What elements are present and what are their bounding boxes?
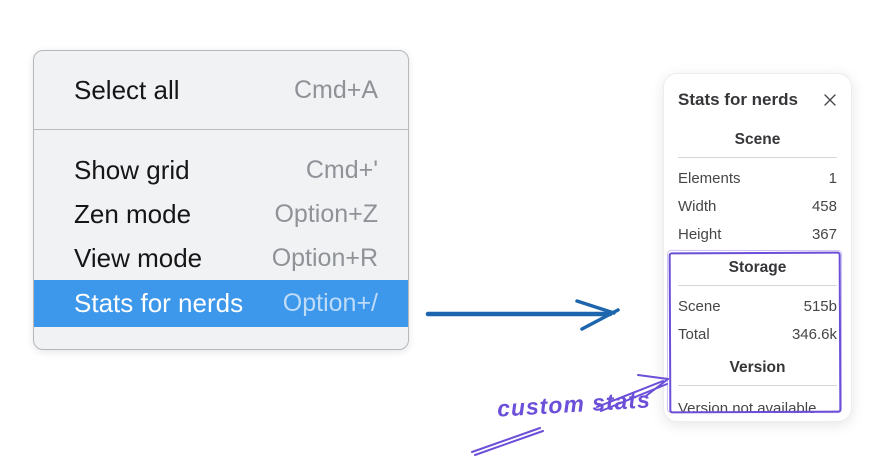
stat-label: Scene: [678, 297, 721, 315]
menu-item-zen-mode[interactable]: Zen mode Option+Z: [34, 192, 408, 236]
stats-panel-header: Stats for nerds: [678, 90, 837, 110]
menu-item-shortcut: Cmd+': [305, 155, 378, 184]
section-divider: [678, 157, 837, 158]
purple-line: [471, 427, 544, 456]
stat-value: 515b: [803, 297, 837, 315]
section-divider: [678, 385, 837, 386]
menu-item-shortcut: Cmd+A: [293, 75, 378, 104]
version-note: Version not available: [678, 400, 817, 417]
section-header-storage: Storage: [728, 259, 787, 276]
menu-item-shortcut: Option+R: [271, 243, 378, 272]
menu-item-shortcut: Option+Z: [274, 199, 378, 228]
menu-item-select-all[interactable]: Select all Cmd+A: [34, 51, 408, 129]
stat-value: 346.6k: [791, 325, 837, 343]
stat-row-elements: Elements 1: [678, 164, 837, 192]
menu-item-shortcut: Option+/: [282, 289, 378, 317]
section-divider: [678, 285, 837, 286]
stat-value: 1: [828, 169, 837, 187]
x-icon: [824, 94, 836, 106]
menu-item-stats-for-nerds[interactable]: Stats for nerds Option+/: [34, 280, 408, 327]
stat-row-height: Height 367: [678, 220, 837, 248]
stat-label: Elements: [678, 169, 741, 187]
menu-item-label: View mode: [74, 242, 203, 273]
custom-stats-annotation: custom stats: [496, 386, 652, 422]
menu-item-show-grid[interactable]: Show grid Cmd+': [34, 148, 408, 192]
context-menu: Select all Cmd+A Show grid Cmd+' Zen mod…: [33, 50, 409, 350]
stat-row-total-size: Total 346.6k: [678, 320, 837, 348]
menu-section-bottom: Show grid Cmd+' Zen mode Option+Z View m…: [34, 130, 408, 327]
stat-row-scene-size: Scene 515b: [678, 292, 837, 320]
menu-item-label: Stats for nerds: [74, 288, 244, 318]
menu-item-view-mode[interactable]: View mode Option+R: [34, 236, 408, 280]
stats-panel-title: Stats for nerds: [678, 90, 798, 109]
stat-label: Width: [678, 197, 717, 215]
stat-value: 458: [811, 197, 837, 215]
stat-value: 367: [811, 225, 837, 243]
menu-section-top: Select all Cmd+A: [34, 51, 408, 129]
menu-item-label: Select all: [74, 74, 180, 105]
menu-divider: [34, 129, 408, 130]
close-button[interactable]: [823, 93, 837, 107]
section-header-scene: Scene: [734, 131, 781, 148]
stats-panel: Stats for nerds Scene Elements 1 Width 4…: [663, 73, 852, 422]
stat-row-width: Width 458: [678, 192, 837, 220]
blue-arrow: [425, 299, 620, 331]
menu-item-label: Zen mode: [74, 198, 192, 229]
stat-label: Height: [678, 225, 722, 243]
stat-label: Total: [678, 325, 710, 343]
menu-item-label: Show grid: [74, 154, 190, 185]
section-header-version: Version: [729, 359, 786, 376]
